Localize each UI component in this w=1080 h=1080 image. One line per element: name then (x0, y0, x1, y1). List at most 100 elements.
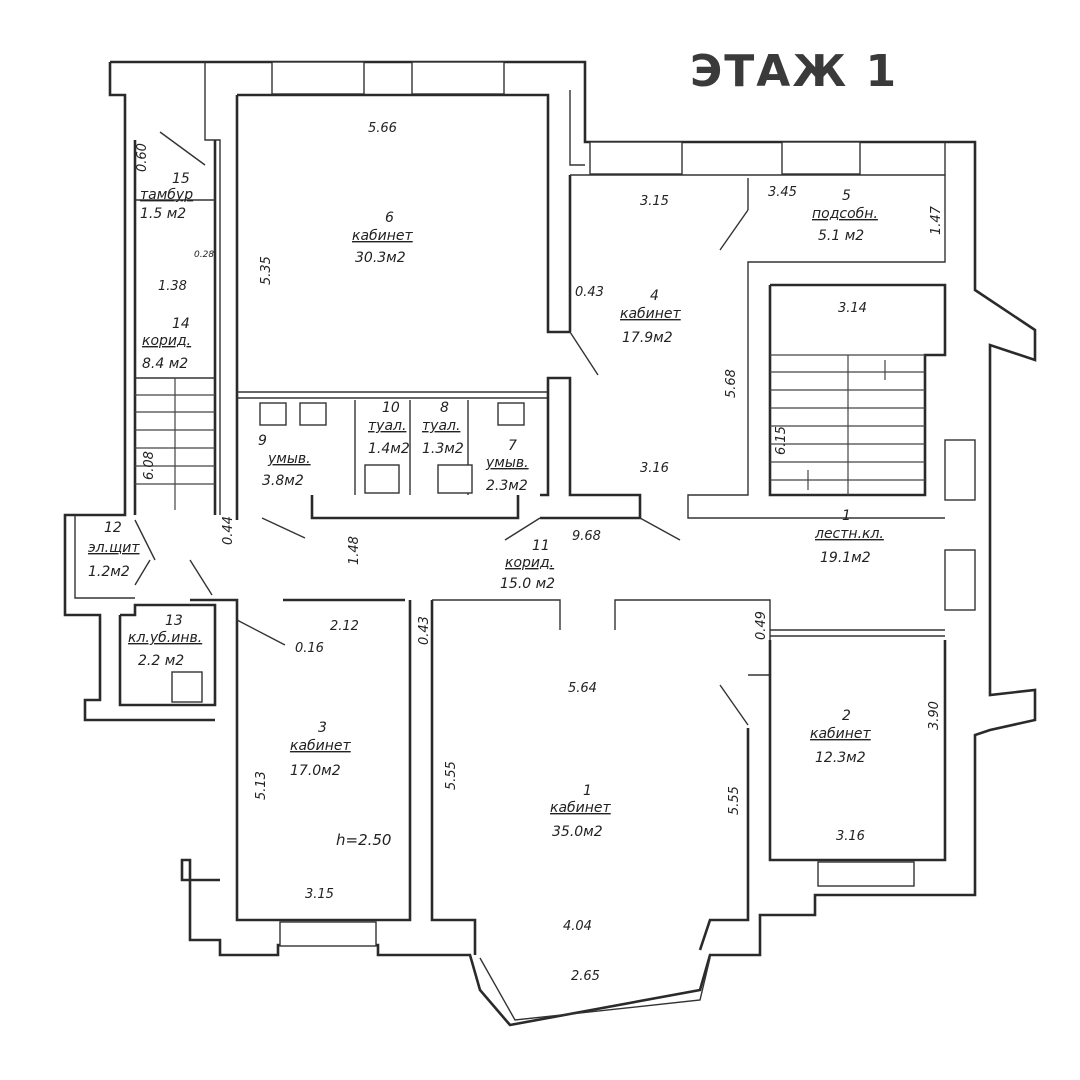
room-label: 5 подсобн. 5.1 м2 (812, 188, 878, 244)
svg-text:2: 2 (842, 708, 851, 724)
svg-text:0.43: 0.43 (575, 285, 604, 300)
svg-text:5.35: 5.35 (259, 256, 274, 285)
svg-text:тамбур: тамбур (140, 187, 193, 203)
svg-text:кабинет: кабинет (810, 726, 872, 742)
svg-text:5.68: 5.68 (724, 369, 739, 398)
svg-text:0.16: 0.16 (295, 641, 324, 656)
svg-text:19.1м2: 19.1м2 (820, 550, 871, 566)
svg-text:1: 1 (583, 783, 592, 799)
svg-text:15: 15 (172, 171, 190, 187)
svg-text:кабинет: кабинет (620, 306, 682, 322)
room-label: 14 корид. 8.4 м2 (142, 316, 191, 372)
sanitary-fixtures (171, 402, 525, 703)
svg-text:1.38: 1.38 (158, 279, 187, 294)
svg-text:14: 14 (172, 316, 190, 332)
svg-text:5: 5 (842, 188, 851, 204)
ceiling-height: h=2.50 (336, 831, 391, 849)
svg-text:кабинет: кабинет (550, 800, 612, 816)
svg-text:кабинет: кабинет (352, 228, 414, 244)
svg-text:6.15: 6.15 (774, 426, 789, 455)
svg-text:12.3м2: 12.3м2 (815, 750, 866, 766)
svg-text:0.43: 0.43 (417, 616, 432, 645)
room-label: 9 умыв. 3.8м2 (258, 433, 311, 489)
room-label: 6 кабинет 30.3м2 (352, 210, 414, 266)
svg-text:туал.: туал. (422, 418, 460, 434)
svg-text:0.28: 0.28 (194, 250, 214, 260)
svg-text:5.55: 5.55 (727, 786, 742, 815)
svg-text:10: 10 (382, 400, 400, 416)
svg-text:8: 8 (440, 400, 449, 416)
stair-treads (135, 354, 925, 510)
svg-text:3.14: 3.14 (838, 301, 867, 316)
svg-text:8.4 м2: 8.4 м2 (142, 356, 188, 372)
svg-text:6.08: 6.08 (142, 451, 157, 480)
windows (271, 61, 976, 947)
svg-text:3.90: 3.90 (927, 701, 942, 730)
svg-text:5.55: 5.55 (444, 761, 459, 790)
svg-text:15.0 м2: 15.0 м2 (500, 576, 555, 592)
svg-text:0.44: 0.44 (221, 516, 236, 545)
dimension-labels: 5.66 5.35 3.15 3.45 1.47 0.43 5.68 3.14 … (135, 121, 944, 984)
svg-text:17.0м2: 17.0м2 (290, 763, 341, 779)
svg-text:17.9м2: 17.9м2 (622, 330, 673, 346)
svg-text:1.4м2: 1.4м2 (368, 441, 410, 457)
svg-text:11: 11 (532, 538, 550, 554)
room-label: 12 эл.щит 1.2м2 (88, 520, 140, 580)
svg-text:9.68: 9.68 (572, 529, 601, 544)
svg-text:0.60: 0.60 (135, 143, 150, 172)
svg-text:3.45: 3.45 (768, 185, 797, 200)
svg-text:5.1 м2: 5.1 м2 (818, 228, 864, 244)
room-label: 4 кабинет 17.9м2 (620, 288, 682, 346)
svg-text:1.48: 1.48 (347, 536, 362, 565)
room-label: 13 кл.уб.инв. 2.2 м2 (128, 613, 202, 669)
svg-text:1: 1 (842, 508, 851, 524)
room-label: 11 корид. 15.0 м2 (500, 538, 555, 592)
svg-text:умыв.: умыв. (485, 455, 529, 471)
room-label: 10 туал. 1.4м2 (368, 400, 410, 457)
svg-text:умыв.: умыв. (267, 451, 311, 467)
svg-text:лестн.кл.: лестн.кл. (814, 526, 884, 542)
svg-text:1.47: 1.47 (929, 205, 944, 235)
svg-text:корид.: корид. (505, 555, 554, 571)
svg-text:3.16: 3.16 (836, 829, 865, 844)
svg-text:1.2м2: 1.2м2 (88, 564, 130, 580)
svg-text:корид.: корид. (142, 333, 191, 349)
floor-title: ЭТАЖ 1 (690, 46, 899, 97)
svg-text:1.5 м2: 1.5 м2 (140, 206, 186, 222)
interior-walls (74, 93, 947, 1021)
svg-text:12: 12 (104, 520, 122, 536)
svg-text:5.64: 5.64 (568, 681, 597, 696)
svg-text:2.65: 2.65 (571, 969, 600, 984)
svg-text:7: 7 (508, 438, 517, 454)
svg-text:3.16: 3.16 (640, 461, 669, 476)
svg-text:4.04: 4.04 (563, 919, 592, 934)
room-label: 15 тамбур 1.5 м2 (140, 171, 193, 222)
svg-text:35.0м2: 35.0м2 (552, 824, 603, 840)
room-label: 2 кабинет 12.3м2 (810, 708, 872, 766)
svg-text:туал.: туал. (368, 418, 406, 434)
room-label: 3 кабинет 17.0м2 (290, 720, 352, 779)
room-label: 1 лестн.кл. 19.1м2 (814, 508, 884, 566)
room-label: 7 умыв. 2.3м2 (485, 438, 529, 494)
svg-text:кл.уб.инв.: кл.уб.инв. (128, 630, 202, 646)
svg-text:2.2 м2: 2.2 м2 (138, 653, 184, 669)
svg-text:2.12: 2.12 (330, 619, 359, 634)
svg-text:1.3м2: 1.3м2 (422, 441, 464, 457)
svg-text:подсобн.: подсобн. (812, 206, 878, 222)
outer-walls (63, 60, 1037, 1027)
svg-text:3: 3 (318, 720, 327, 736)
svg-text:3.8м2: 3.8м2 (262, 473, 304, 489)
room-labels: 15 тамбур 1.5 м2 14 корид. 8.4 м2 6 каби… (88, 171, 884, 840)
room-label: 1 кабинет 35.0м2 (550, 783, 612, 840)
svg-text:30.3м2: 30.3м2 (355, 250, 406, 266)
svg-text:эл.щит: эл.щит (88, 540, 140, 556)
svg-text:9: 9 (258, 433, 267, 449)
svg-text:3.15: 3.15 (305, 887, 334, 902)
svg-text:13: 13 (165, 613, 183, 629)
svg-text:кабинет: кабинет (290, 738, 352, 754)
svg-text:6: 6 (385, 210, 394, 226)
svg-text:5.13: 5.13 (254, 771, 269, 800)
svg-text:0.49: 0.49 (754, 611, 769, 640)
svg-text:3.15: 3.15 (640, 194, 669, 209)
